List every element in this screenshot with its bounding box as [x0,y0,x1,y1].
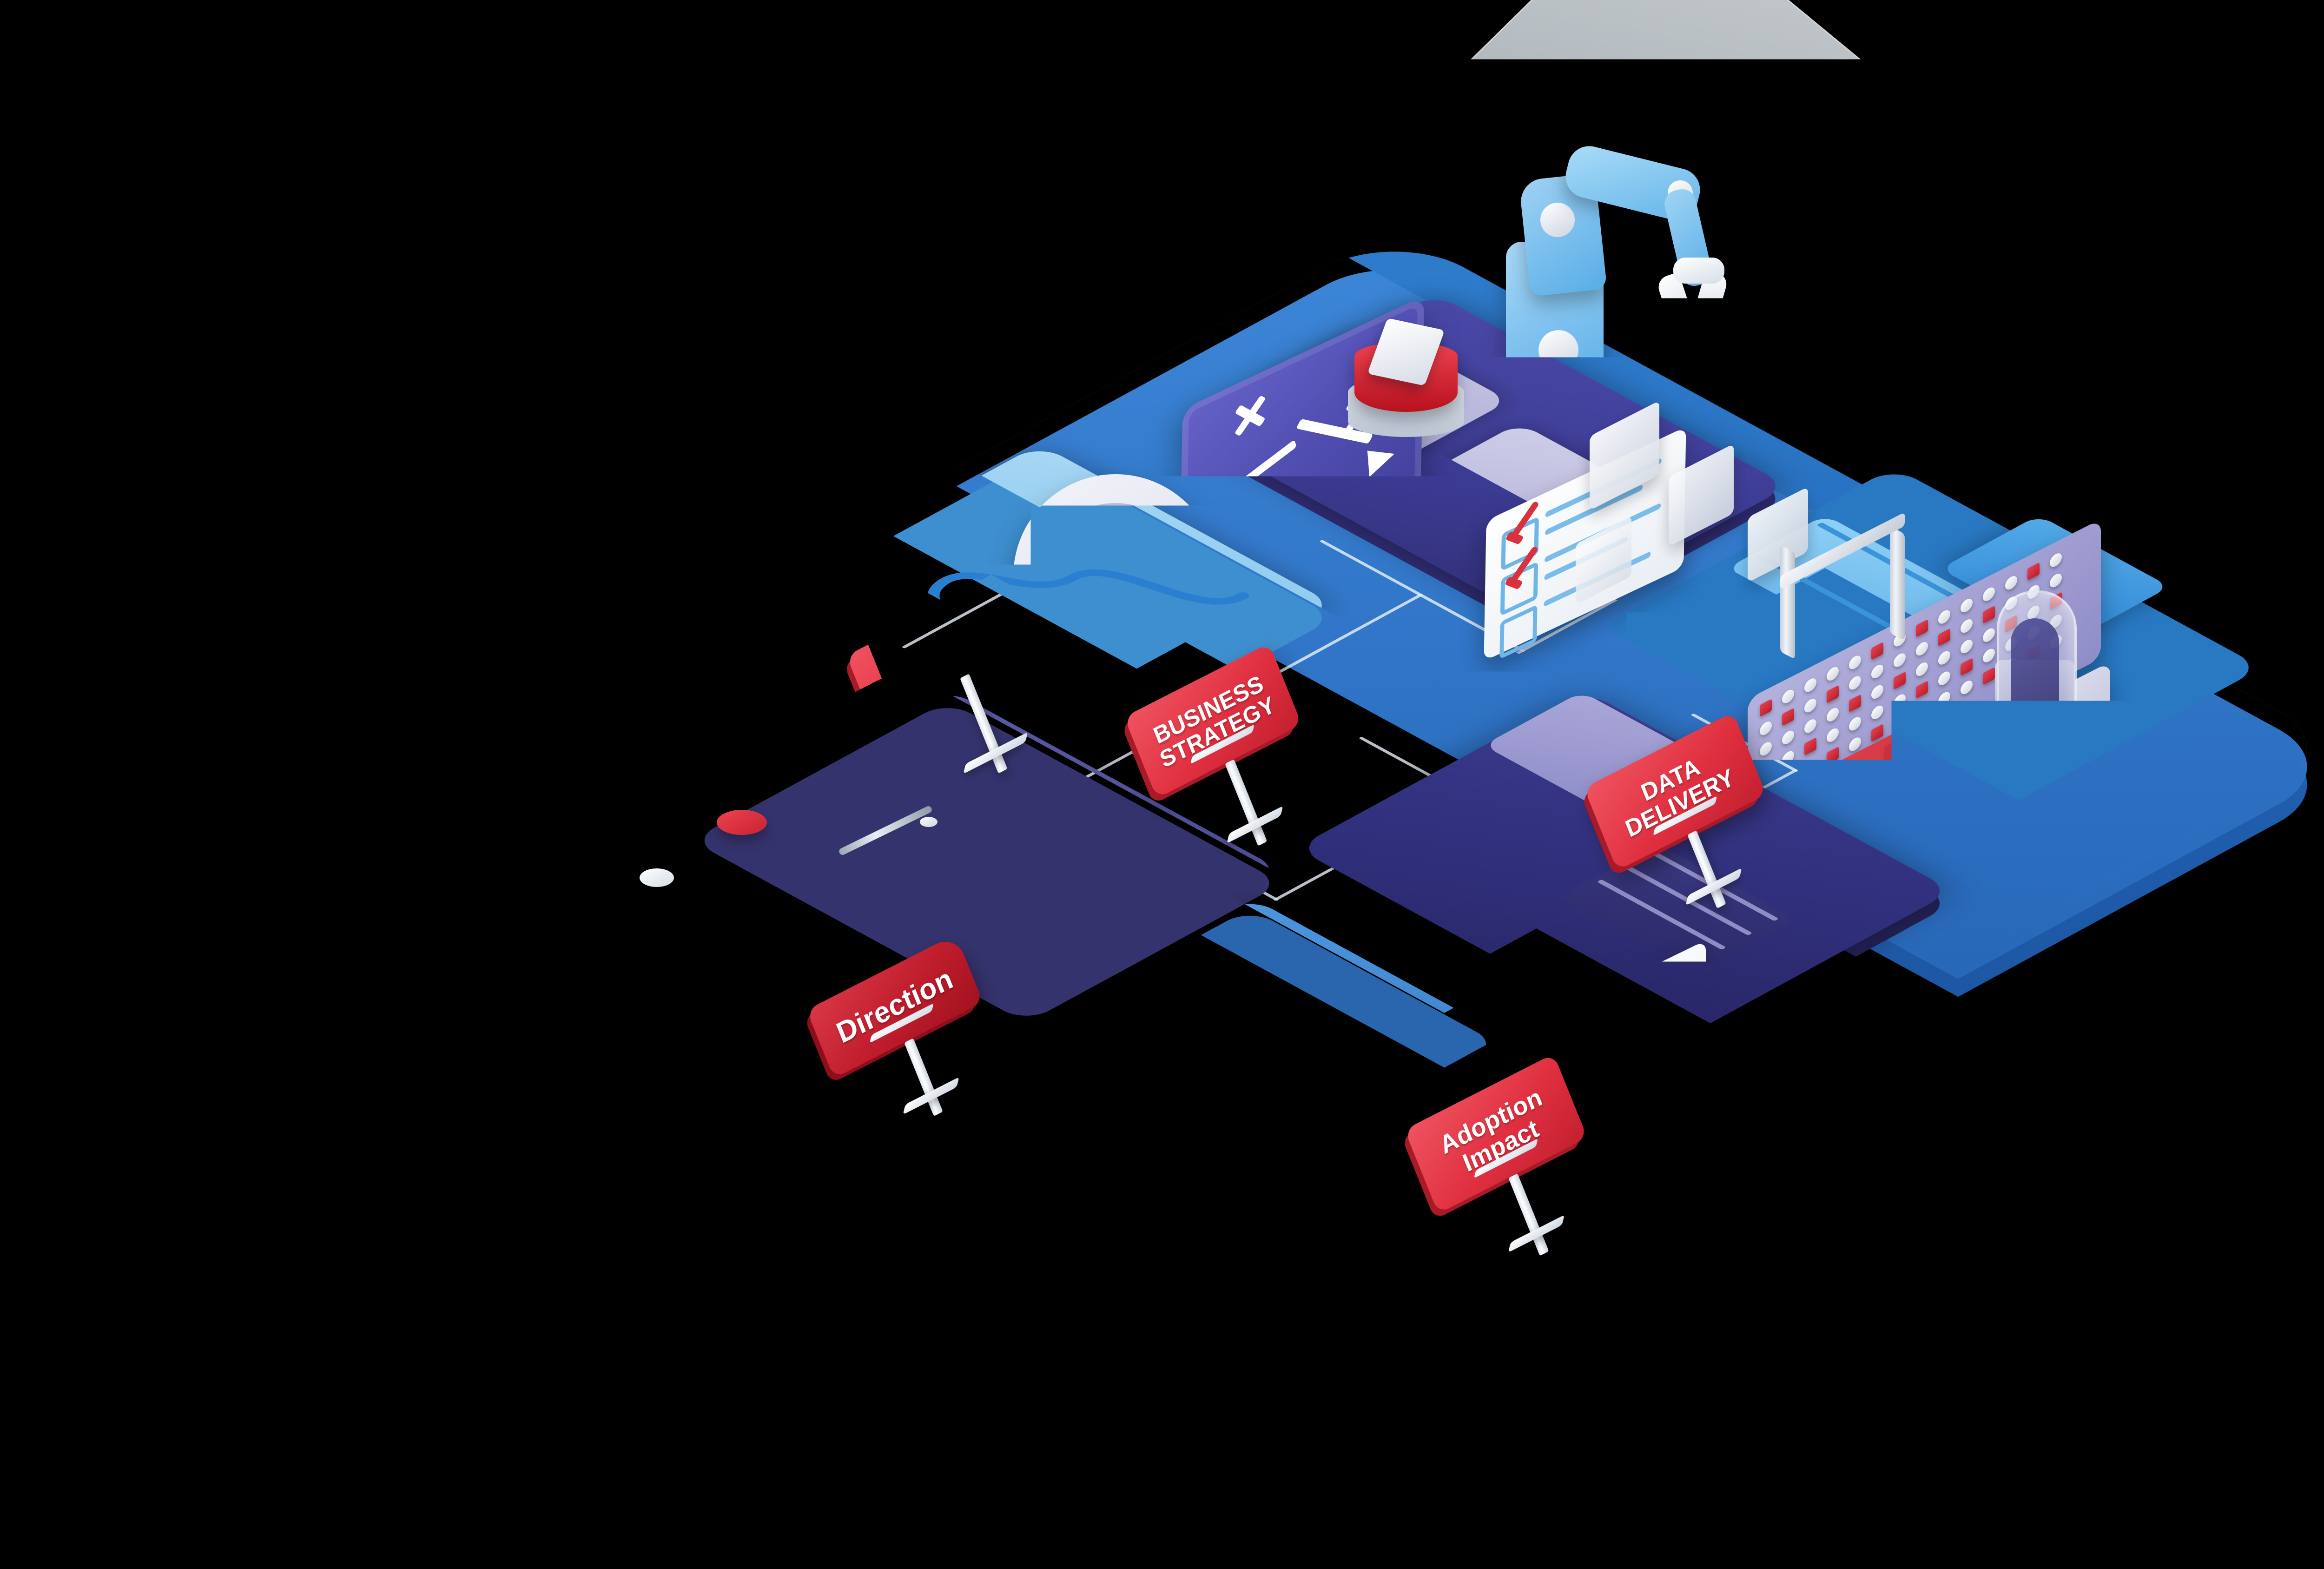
gear-icon [1287,604,1427,744]
panel-button-red[interactable] [1760,760,1772,778]
gantry-leg [1890,526,1905,641]
panel-button-red[interactable] [1894,671,1906,689]
panel-button-white[interactable] [1827,706,1839,724]
panel-button-white[interactable] [1916,660,1928,678]
roadmap-milestone [762,976,797,995]
roadmap-destination-marker [717,810,767,835]
antenna-pole [834,811,941,858]
reactor-core [2011,618,2059,711]
bar-3 [1720,1046,1758,1187]
panel-button-red[interactable] [1827,685,1839,703]
panel-button-white[interactable] [1849,674,1861,692]
panel-button-white[interactable] [1782,749,1794,767]
flag-pole [1380,1144,1387,1306]
antenna-rod [838,805,933,856]
robotic-arm [1478,149,1776,400]
red-cylinder-tank [1348,325,1469,465]
flag-marker [1171,939,1227,1158]
panel-button-white[interactable] [1894,692,1906,710]
bar-2 [1681,1082,1719,1188]
panel-button-red[interactable] [1849,694,1861,712]
bar-1 [1642,1125,1680,1184]
panel-button-red[interactable] [1938,628,1950,646]
panel-button-white[interactable] [1871,683,1883,701]
flag-pole [1192,981,1199,1158]
panel-button-white[interactable] [1938,649,1950,667]
glass-dome-reactor [1957,586,2115,786]
panel-button-white[interactable] [1760,719,1772,737]
panel-button-white[interactable] [1804,717,1816,735]
panel-button-white[interactable] [1760,740,1772,758]
panel-button-white[interactable] [1871,662,1883,681]
antenna-tip [920,817,938,827]
packaging-machine [1938,772,2078,911]
robot-pivot-joint [1538,330,1578,370]
panel-button-white[interactable] [1782,728,1794,747]
panel-button-red[interactable] [1782,708,1794,726]
panel-button-white[interactable] [1938,689,1950,708]
roadmap-milestone [640,868,674,887]
machine-arch [1938,748,2068,912]
panel-button-white[interactable] [1849,715,1861,733]
gantry [1780,530,1929,655]
panel-button-white[interactable] [1938,669,1950,687]
panel-button-white[interactable] [1804,758,1816,776]
robot-shoulder-joint [1540,203,1575,237]
panel-button-red[interactable] [1804,737,1816,755]
panel-button-white[interactable] [1827,726,1839,744]
gripper-hub [1673,258,1724,284]
gantry-leg [1780,545,1795,659]
panel-button-red[interactable] [1916,681,1928,699]
roadmap-milestone [671,952,706,971]
panel-button-white[interactable] [1782,769,1794,788]
panel-button-white[interactable] [1871,703,1883,722]
panel-button-white[interactable] [1804,696,1816,715]
